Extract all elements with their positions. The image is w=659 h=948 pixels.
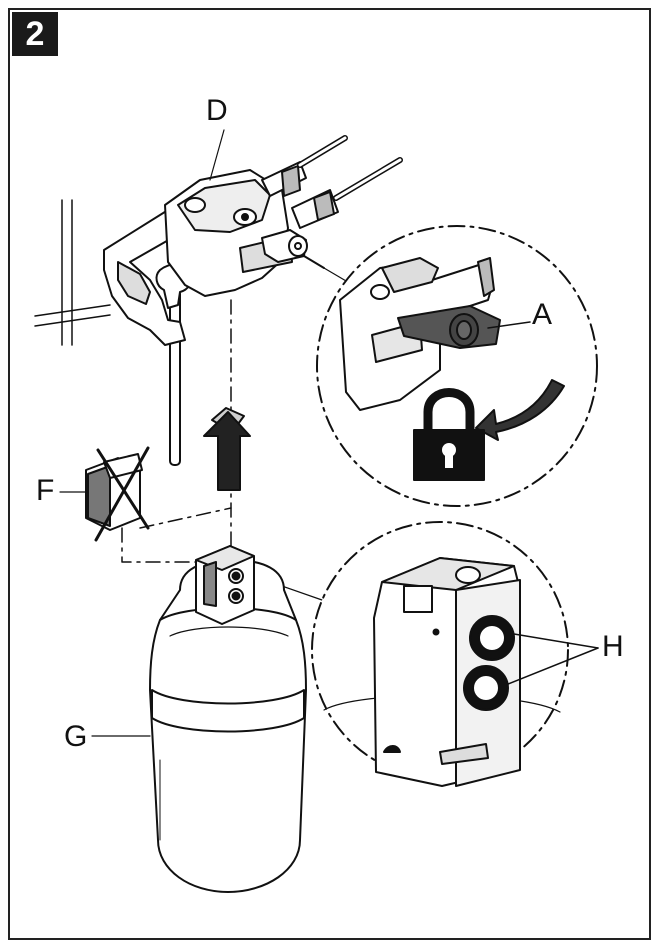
gas-cylinder-g (149, 545, 307, 893)
label-f: F (36, 474, 55, 507)
label-a: A (532, 298, 553, 331)
crossed-out-cap-icon (85, 446, 150, 542)
rotate-arrow-icon (475, 379, 565, 441)
label-g: G (64, 720, 88, 753)
up-arrow-icon (203, 407, 251, 491)
support-rod (169, 289, 181, 466)
figure-number-badge: 2 (12, 12, 58, 56)
figure-frame (8, 8, 651, 940)
connector-inset (311, 521, 599, 787)
regulator-head-d (103, 135, 403, 346)
label-d: D (206, 94, 228, 127)
label-h: H (602, 630, 624, 663)
padlock-icon (413, 388, 485, 481)
lock-inset (316, 225, 598, 507)
wall-grid (34, 199, 111, 346)
